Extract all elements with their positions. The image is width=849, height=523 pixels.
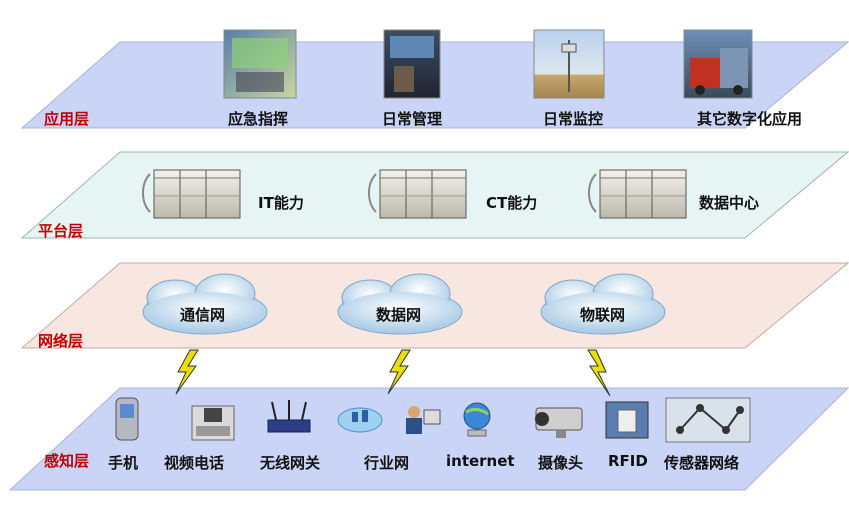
wireless-gateway-icon — [267, 400, 311, 433]
lightning-icon — [175, 349, 199, 395]
data-network-cloud-icon — [337, 273, 463, 335]
perception-item-sensor-network: 传感器网络 — [664, 454, 740, 472]
lightning-icon — [387, 349, 411, 395]
internet-globe-icon — [463, 402, 491, 437]
platform-item-ct-capability: CT能力 — [486, 194, 538, 212]
daily-management-photo — [383, 29, 441, 99]
network-item-communication-network: 通信网 — [180, 306, 226, 324]
perception-item-internet: internet — [446, 452, 515, 470]
network-item-iot-network: 物联网 — [580, 306, 626, 324]
rfid-icon — [605, 401, 649, 439]
platform-item-it-capability: IT能力 — [258, 194, 304, 212]
application-item-daily-management: 日常管理 — [382, 110, 443, 128]
data-center-server-icon — [588, 169, 687, 219]
other-applications-photo — [683, 29, 753, 99]
it-server-icon — [142, 169, 241, 219]
platform-item-data-center: 数据中心 — [699, 194, 760, 212]
application-item-daily-monitoring: 日常监控 — [543, 110, 604, 128]
daily-monitoring-photo — [533, 29, 605, 99]
application-item-emergency-command: 应急指挥 — [228, 110, 289, 128]
mobile-phone-icon — [115, 397, 139, 441]
network-layer-label: 网络层 — [38, 332, 84, 350]
computer-user-icon — [406, 406, 441, 434]
sensor-network-icon — [665, 397, 751, 443]
perception-item-mobile-phone: 手机 — [108, 454, 139, 472]
perception-item-video-phone: 视频电话 — [164, 454, 225, 472]
perception-layer-label: 感知层 — [44, 452, 90, 470]
communication-network-cloud-icon — [142, 273, 268, 335]
perception-item-rfid: RFID — [608, 452, 648, 470]
command-center-photo — [223, 29, 297, 99]
perception-item-camera: 摄像头 — [538, 454, 584, 472]
video-phone-icon — [191, 405, 235, 441]
network-item-data-network: 数据网 — [376, 306, 422, 324]
camera-icon — [535, 407, 583, 438]
perception-item-wireless-gateway: 无线网关 — [260, 454, 321, 472]
industry-network-icon — [337, 407, 383, 433]
application-layer-label: 应用层 — [44, 110, 90, 128]
platform-layer-label: 平台层 — [38, 222, 84, 240]
ct-server-icon — [368, 169, 467, 219]
perception-item-industry-network: 行业网 — [364, 454, 410, 472]
lightning-icon — [587, 349, 611, 397]
application-item-other-digital-applications: 其它数字化应用 — [697, 110, 803, 128]
iot-network-cloud-icon — [540, 273, 666, 335]
